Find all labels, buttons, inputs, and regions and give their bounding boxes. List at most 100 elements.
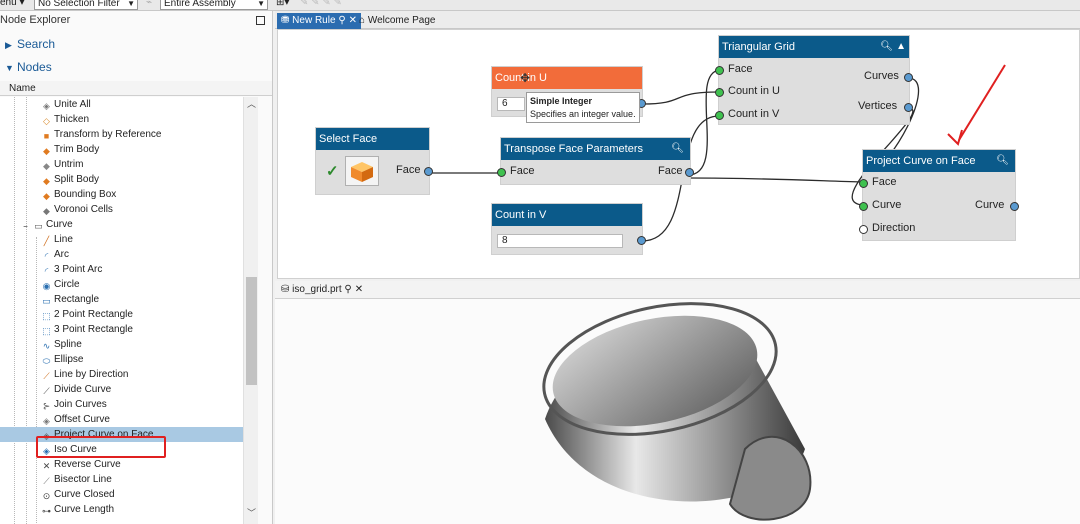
output-pin[interactable] bbox=[904, 103, 913, 112]
close-icon[interactable]: ✕ bbox=[348, 15, 358, 26]
node-transpose-face-parameters[interactable]: Transpose Face Parameters 🔍︎ Face Face bbox=[497, 138, 694, 184]
node-title: Triangular Grid bbox=[722, 41, 795, 53]
assembly-scope-dropdown[interactable]: Entire Assembly ▼ bbox=[160, 0, 268, 10]
nodes-section[interactable]: ▼Nodes bbox=[0, 60, 52, 74]
node-title: Count in U bbox=[495, 72, 547, 84]
search-icon[interactable]: 🔍︎ bbox=[996, 155, 1009, 166]
scroll-down-icon[interactable]: ﹀ bbox=[246, 508, 256, 518]
node-select-face[interactable]: Select Face ✓ Face bbox=[316, 128, 433, 194]
tree-item-trim-body[interactable]: ◆Trim Body bbox=[0, 142, 258, 157]
search-icon[interactable]: 🔍︎ bbox=[880, 41, 893, 52]
tree-item-label: Curve bbox=[46, 219, 73, 230]
input-pin[interactable] bbox=[859, 179, 868, 188]
output-pin[interactable] bbox=[1010, 202, 1019, 211]
tree-item-label: Arc bbox=[54, 249, 69, 260]
tree-item-3-point-arc[interactable]: ◜3 Point Arc bbox=[0, 262, 258, 277]
tree-item-label: Trim Body bbox=[54, 144, 100, 155]
node-header[interactable]: Project Curve on Face 🔍︎ bbox=[863, 150, 1015, 172]
scroll-thumb[interactable] bbox=[246, 277, 257, 385]
menu-button[interactable]: enu ▾ bbox=[0, 0, 25, 8]
input-pin[interactable] bbox=[859, 202, 868, 211]
node-title: Count in V bbox=[495, 209, 547, 221]
node-header[interactable]: Triangular Grid 🔍︎ ▲ bbox=[719, 36, 909, 58]
tree-guide bbox=[36, 237, 37, 524]
tree-item-2-point-rectangle[interactable]: ⬚2 Point Rectangle bbox=[0, 307, 258, 322]
tree-item-circle[interactable]: ◉Circle bbox=[0, 277, 258, 292]
input-pin[interactable] bbox=[859, 225, 868, 234]
search-section[interactable]: ▶Search bbox=[0, 37, 55, 51]
tree-item-transform-by-reference[interactable]: ■Transform by Reference bbox=[0, 127, 258, 142]
tree-item-label: Split Body bbox=[54, 174, 100, 185]
input-pin[interactable] bbox=[715, 88, 724, 97]
pin-icon[interactable]: ⚲ bbox=[338, 15, 346, 26]
pin-icon[interactable]: ⚲ bbox=[344, 284, 352, 295]
curve-closed-icon: ⊙ bbox=[42, 491, 51, 501]
output-pin[interactable] bbox=[904, 73, 913, 82]
snap-icon[interactable]: ⊞▾ bbox=[276, 0, 290, 8]
tree-item-unite-all[interactable]: ◈Unite All bbox=[0, 97, 258, 112]
line-icon: ╱ bbox=[43, 236, 50, 246]
tree-folder-curve[interactable]: −▭Curve bbox=[0, 217, 258, 232]
selection-filter-dropdown[interactable]: No Selection Filter ▼ bbox=[34, 0, 138, 10]
node-header[interactable]: Select Face bbox=[316, 128, 429, 150]
scroll-up-icon[interactable]: ︿ bbox=[246, 99, 256, 109]
input-pin[interactable] bbox=[497, 168, 506, 177]
tab-iso-grid-prt[interactable]: ⛁ iso_grid.prt ⚲✕ bbox=[277, 282, 367, 298]
node-header[interactable]: Count in V bbox=[492, 204, 642, 226]
collapse-icon[interactable]: − bbox=[23, 222, 28, 231]
rectangle-icon: ▭ bbox=[42, 296, 51, 306]
tree-item-iso-curve[interactable]: ◈Iso Curve bbox=[0, 442, 258, 457]
tree-item-rectangle[interactable]: ▭Rectangle bbox=[0, 292, 258, 307]
tree-item-bounding-box[interactable]: ◆Bounding Box bbox=[0, 187, 258, 202]
tab-welcome-page[interactable]: ⌂ Welcome Page bbox=[355, 13, 439, 29]
tree-item-untrim[interactable]: ◆Untrim bbox=[0, 157, 258, 172]
tree-item-join-curves[interactable]: ⊱Join Curves bbox=[0, 397, 258, 412]
output-pin[interactable] bbox=[424, 167, 433, 176]
node-header[interactable]: Transpose Face Parameters 🔍︎ bbox=[501, 138, 690, 160]
tab-new-rule[interactable]: ⛃ New Rule ⚲✕ bbox=[277, 13, 362, 29]
output-pin[interactable] bbox=[685, 168, 694, 177]
tab-label: Welcome Page bbox=[367, 15, 436, 26]
filter-icon[interactable]: ⌁ bbox=[146, 0, 153, 8]
close-icon[interactable]: ✕ bbox=[354, 284, 364, 295]
port-label: Curve bbox=[872, 199, 902, 211]
tree-item-split-body[interactable]: ◆Split Body bbox=[0, 172, 258, 187]
input-pin[interactable] bbox=[715, 111, 724, 120]
arc-icon: ◜ bbox=[44, 251, 49, 261]
tree-scrollbar[interactable]: ︿ ﹀ bbox=[243, 97, 258, 524]
tree-item-label: Line by Direction bbox=[54, 369, 129, 380]
rule-canvas[interactable]: Select Face ✓ Face Count in U 6 Simple I… bbox=[277, 29, 1080, 279]
tree-item-voronoi-cells[interactable]: ◆Voronoi Cells bbox=[0, 202, 258, 217]
join-curves-icon: ⊱ bbox=[42, 401, 51, 411]
count-u-input[interactable]: 6 bbox=[497, 97, 525, 111]
tree-item-curve-length[interactable]: ⊶Curve Length bbox=[0, 502, 258, 517]
output-pin[interactable] bbox=[637, 236, 646, 245]
model-viewport[interactable] bbox=[275, 299, 1080, 524]
count-v-input[interactable]: 8 bbox=[497, 234, 623, 248]
node-header[interactable]: Count in U bbox=[492, 67, 642, 89]
tree-item-divide-curve[interactable]: ⟋Divide Curve bbox=[0, 382, 258, 397]
tree-item-offset-curve[interactable]: ◈Offset Curve bbox=[0, 412, 258, 427]
node-project-curve-on-face[interactable]: Project Curve on Face 🔍︎ Face Curve Dire… bbox=[859, 150, 1019, 240]
tree-item-curve-closed[interactable]: ⊙Curve Closed bbox=[0, 487, 258, 502]
face-selector-icon[interactable] bbox=[345, 156, 379, 186]
tree-item-bisector-line[interactable]: ⟋Bisector Line bbox=[0, 472, 258, 487]
node-count-in-v[interactable]: Count in V 8 bbox=[492, 204, 646, 254]
tree-item-line[interactable]: ╱Line bbox=[0, 232, 258, 247]
tree-guide bbox=[26, 97, 27, 524]
column-header-name[interactable]: Name bbox=[0, 81, 272, 96]
node-triangular-grid[interactable]: Triangular Grid 🔍︎ ▲ Face Count in U Cou… bbox=[715, 36, 913, 124]
tree-item-spline[interactable]: ∿Spline bbox=[0, 337, 258, 352]
tree-item-ellipse[interactable]: ⬭Ellipse bbox=[0, 352, 258, 367]
tree-item-thicken[interactable]: ◇Thicken bbox=[0, 112, 258, 127]
snap-tools-icon[interactable]: ✎ ✎ ✎ ✎ bbox=[300, 0, 342, 8]
collapse-icon[interactable]: ▲ bbox=[896, 41, 906, 52]
tree-item-arc[interactable]: ◜ Arc bbox=[0, 247, 258, 262]
input-pin[interactable] bbox=[715, 66, 724, 75]
tree-item-reverse-curve[interactable]: ✕Reverse Curve bbox=[0, 457, 258, 472]
restore-icon[interactable] bbox=[256, 16, 265, 25]
tree-item-line-by-direction[interactable]: ⟋Line by Direction bbox=[0, 367, 258, 382]
search-icon[interactable]: 🔍︎ bbox=[671, 143, 684, 154]
tree-item-3-point-rectangle[interactable]: ⬚3 Point Rectangle bbox=[0, 322, 258, 337]
tree-item-label: Circle bbox=[54, 279, 80, 290]
